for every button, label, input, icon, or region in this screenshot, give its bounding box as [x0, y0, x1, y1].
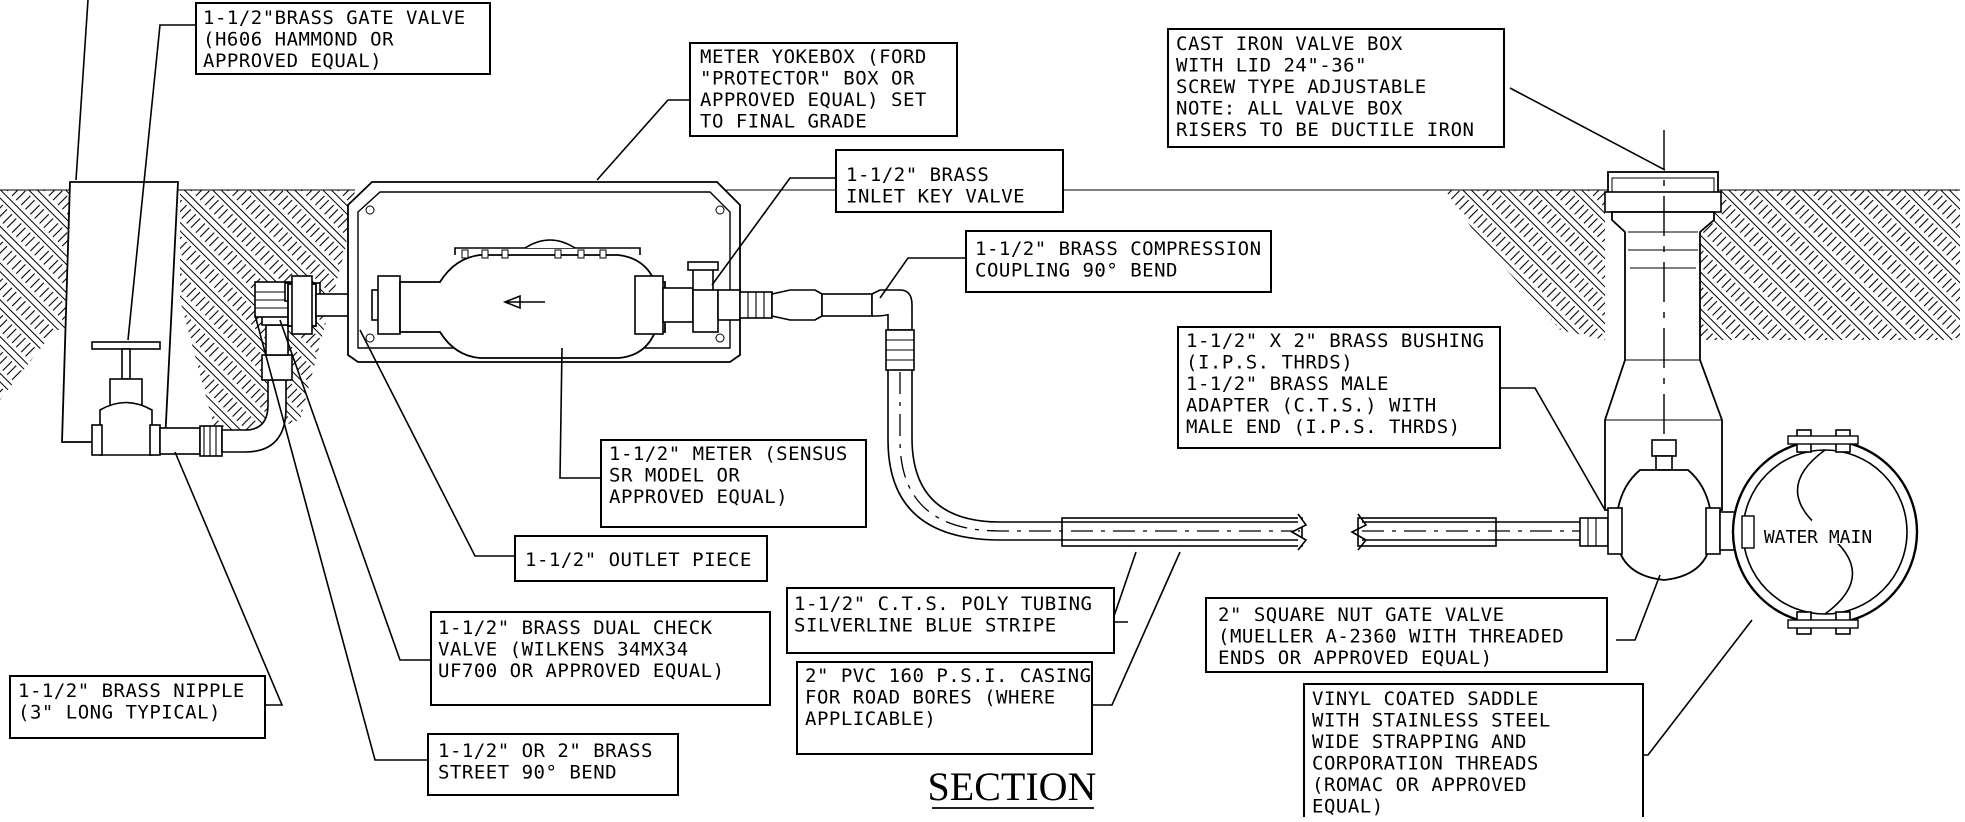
nipple-callout-text: 1-1/2" BRASS NIPPLE(3" LONG TYPICAL) [18, 680, 245, 724]
compression-callout-box [965, 230, 1272, 293]
callout-boxes: 1-1/2"BRASS GATE VALVE(H606 HAMMOND ORAP… [9, 2, 1644, 820]
inlet-key-callout-box [835, 149, 1064, 213]
callout-line: 1-1/2" OR 2" BRASS [438, 740, 653, 762]
callout-line: NOTE: ALL VALVE BOX [1176, 98, 1403, 120]
callout-line: (H606 HAMMOND OR [203, 29, 394, 51]
brass-gate-valve [91, 341, 161, 456]
street-bend-callout-box [427, 733, 679, 796]
callout-line: CORPORATION THREADS [1312, 753, 1539, 775]
callout-line: (I.P.S. THRDS) [1186, 352, 1353, 374]
gate-valve-callout-text: 1-1/2"BRASS GATE VALVE(H606 HAMMOND ORAP… [203, 7, 466, 72]
callout-line: (MUELLER A-2360 WITH THREADED [1218, 626, 1564, 648]
callout-line: INLET KEY VALVE [846, 186, 1025, 208]
callout-line: "PROTECTOR" BOX OR [700, 68, 915, 90]
meter-callout-box [600, 439, 867, 528]
callout-line: 1-1/2" BRASS NIPPLE [18, 680, 245, 702]
callout-line: EQUAL) [1312, 796, 1384, 818]
soil-hatching [0, 189, 1960, 440]
outlet-callout-box [514, 535, 768, 582]
callout-line: APPROVED EQUAL) [609, 486, 788, 508]
yokebox-callout-text: METER YOKEBOX (FORD"PROTECTOR" BOX ORAPP… [700, 46, 927, 133]
callout-line: 1-1/2" BRASS [846, 164, 989, 186]
callout-line: APPROVED EQUAL) [203, 50, 382, 72]
callout-line: 2" PVC 160 P.S.I. CASING [805, 665, 1092, 687]
poly-tubing [887, 370, 1609, 551]
callout-line: VINYL COATED SADDLE [1312, 688, 1539, 710]
square-nut-callout-box [1205, 597, 1608, 673]
callout-line: APPROVED EQUAL) SET [700, 89, 927, 111]
dual-check-callout-box [430, 611, 771, 706]
callout-line: SR MODEL OR [609, 465, 740, 487]
callout-line: METER YOKEBOX (FORD [700, 46, 927, 68]
callout-line: WITH LID 24"-36" [1176, 55, 1367, 77]
gate-valve-callout-box [195, 2, 491, 75]
callout-line: SCREW TYPE ADJUSTABLE [1176, 76, 1427, 98]
callout-line: TO FINAL GRADE [700, 111, 867, 133]
callout-line: 1-1/2" METER (SENSUS [609, 443, 848, 465]
callout-line: 1-1/2" C.T.S. POLY TUBING [794, 593, 1092, 615]
callout-line: (3" LONG TYPICAL) [18, 702, 221, 724]
callout-line: COUPLING 90° BEND [975, 260, 1178, 282]
callout-line: 1-1/2" BRASS DUAL CHECK [438, 617, 713, 639]
callout-line: ENDS OR APPROVED EQUAL) [1218, 647, 1493, 669]
callout-line: RISERS TO BE DUCTILE IRON [1176, 119, 1474, 141]
water-meter [371, 239, 719, 359]
water-main-pipe [1731, 429, 1919, 635]
callout-line: WIDE STRAPPING AND [1312, 731, 1527, 753]
poly-callout-box [786, 587, 1115, 654]
callout-line: ADAPTER (C.T.S.) WITH [1186, 395, 1437, 417]
callout-line: SILVERLINE BLUE STRIPE [794, 615, 1057, 637]
saddle-callout-box [1303, 683, 1644, 820]
callout-line: 1-1/2" BRASS COMPRESSION [975, 238, 1262, 260]
nipple-callout-box [9, 675, 266, 739]
section-title: SECTION [928, 764, 1097, 809]
valve-box-callout-box [1167, 28, 1505, 148]
callout-line: MALE END (I.P.S. THRDS) [1186, 416, 1461, 438]
callout-line: UF700 OR APPROVED EQUAL) [438, 660, 725, 682]
pvc-callout-box [796, 661, 1093, 755]
bushing-callout-text: 1-1/2" X 2" BRASS BUSHING(I.P.S. THRDS)1… [1186, 330, 1484, 438]
callout-line: 1-1/2" BRASS MALE [1186, 373, 1389, 395]
water-main-label: WATER MAIN [1764, 527, 1872, 548]
square-nut-callout-text: 2" SQUARE NUT GATE VALVE(MUELLER A-2360 … [1218, 604, 1564, 669]
outlet-coupling [717, 289, 915, 371]
callout-line: 2" SQUARE NUT GATE VALVE [1218, 604, 1505, 626]
callout-line: VALVE (WILKENS 34MX34 [438, 639, 689, 661]
callout-line: 1-1/2" X 2" BRASS BUSHING [1186, 330, 1484, 352]
callout-line: 1-1/2"BRASS GATE VALVE [203, 7, 466, 29]
callout-line: (ROMAC OR APPROVED [1312, 774, 1527, 796]
yokebox-callout-box [689, 42, 958, 137]
callout-line: STREET 90° BEND [438, 762, 617, 784]
callout-line: 1-1/2" OUTLET PIECE [525, 549, 752, 571]
cast-iron-valve-box [1604, 130, 1723, 580]
callout-line: WITH STAINLESS STEEL [1312, 710, 1551, 732]
bushing-callout-box [1177, 326, 1501, 449]
outlet-callout-text: 1-1/2" OUTLET PIECE [525, 549, 752, 571]
callout-line: FOR ROAD BORES (WHERE [805, 687, 1056, 709]
callout-line: CAST IRON VALVE BOX [1176, 33, 1403, 55]
callout-line: APPLICABLE) [805, 708, 936, 730]
